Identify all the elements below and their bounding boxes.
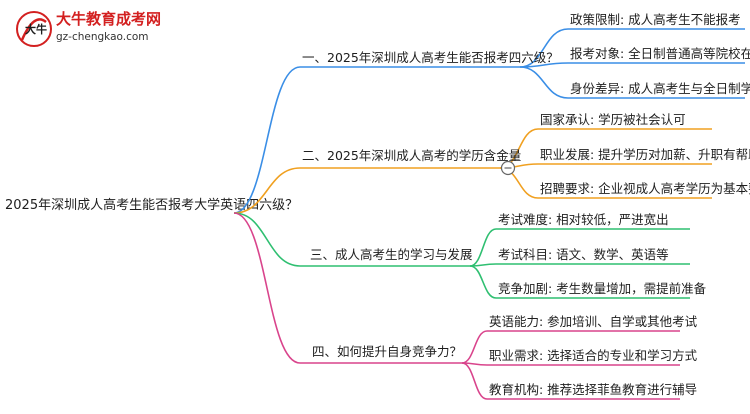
branch-1-leaf-2[interactable]: 报考对象: 全日制普通高等院校在校生 [570, 46, 750, 61]
branch-1-label: 一、2025年深圳成人高考生能否报考四六级？ [302, 50, 559, 65]
branch-1-leaf-3-connector [519, 66, 745, 99]
branch-1[interactable]: 一、2025年深圳成人高考生能否报考四六级？ [302, 50, 559, 65]
branch-2[interactable]: 二、2025年深圳成人高考的学历含金量 [302, 148, 521, 163]
logo-mark-icon: 大牛 [16, 11, 52, 47]
branch-3-connector [233, 212, 470, 267]
branch-2-connector [233, 167, 500, 214]
logo-url: gz-chengkao.com [56, 31, 149, 43]
branch-1-connector [233, 66, 520, 214]
branch-4-label: 四、如何提升自身竞争力？ [312, 344, 462, 359]
branch-2-leaf-2[interactable]: 职业发展: 提升学历对加薪、升职有帮助 [540, 147, 750, 162]
branch-4-leaf-2-connector [461, 362, 680, 366]
branch-1-leaf-1[interactable]: 政策限制: 成人高考生不能报考 [570, 12, 741, 27]
branch-4-leaf-1-connector [461, 330, 680, 364]
site-logo[interactable]: 大牛 大牛教育成考网 gz-chengkao.com [16, 10, 161, 47]
branch-4-connector [233, 212, 462, 364]
branch-4-leaf-3[interactable]: 教育机构: 推荐选择菲鱼教育进行辅导 [489, 382, 697, 397]
branch-1-leaf-2-connector [519, 62, 745, 68]
collapse-toggle-icon[interactable] [500, 160, 516, 176]
branch-3-leaf-1[interactable]: 考试难度: 相对较低，严进宽出 [498, 212, 669, 227]
branch-3-leaf-3-connector [469, 265, 690, 299]
branch-3-leaf-3[interactable]: 竞争加剧: 考生数量增加，需提前准备 [498, 281, 707, 296]
logo-mark-text: 大牛 [25, 22, 47, 36]
branch-2-leaf-3[interactable]: 招聘要求: 企业视成人高考学历为基本要求 [540, 181, 750, 196]
branch-3[interactable]: 三、成人高考生的学习与发展 [310, 247, 473, 262]
branch-4[interactable]: 四、如何提升自身竞争力？ [312, 344, 462, 359]
branch-4-leaf-1[interactable]: 英语能力: 参加培训、自学或其他考试 [489, 314, 698, 329]
logo-title: 大牛教育成考网 [56, 10, 161, 28]
connector-lines [233, 28, 745, 400]
root-node[interactable]: 2025年深圳成人高考生能否报考大学英语四六级？ [5, 197, 298, 213]
branch-4-leaf-3-connector [461, 362, 680, 400]
branch-4-leaf-2[interactable]: 职业需求: 选择适合的专业和学习方式 [489, 348, 698, 363]
branch-3-leaf-2-connector [469, 263, 690, 267]
branch-1-leaf-3[interactable]: 身份差异: 成人高考生与全日制学生不同 [570, 81, 750, 96]
branch-2-leaf-2-connector [499, 163, 712, 169]
branch-1-leaf-1-connector [519, 28, 745, 68]
branch-2-leaf-1[interactable]: 国家承认: 学历被社会认可 [540, 112, 686, 127]
branch-3-leaf-1-connector [469, 228, 690, 267]
branch-3-label: 三、成人高考生的学习与发展 [310, 247, 473, 262]
branch-3-leaf-2[interactable]: 考试科目: 语文、数学、英语等 [498, 247, 669, 262]
branch-2-label: 二、2025年深圳成人高考的学历含金量 [302, 148, 521, 163]
